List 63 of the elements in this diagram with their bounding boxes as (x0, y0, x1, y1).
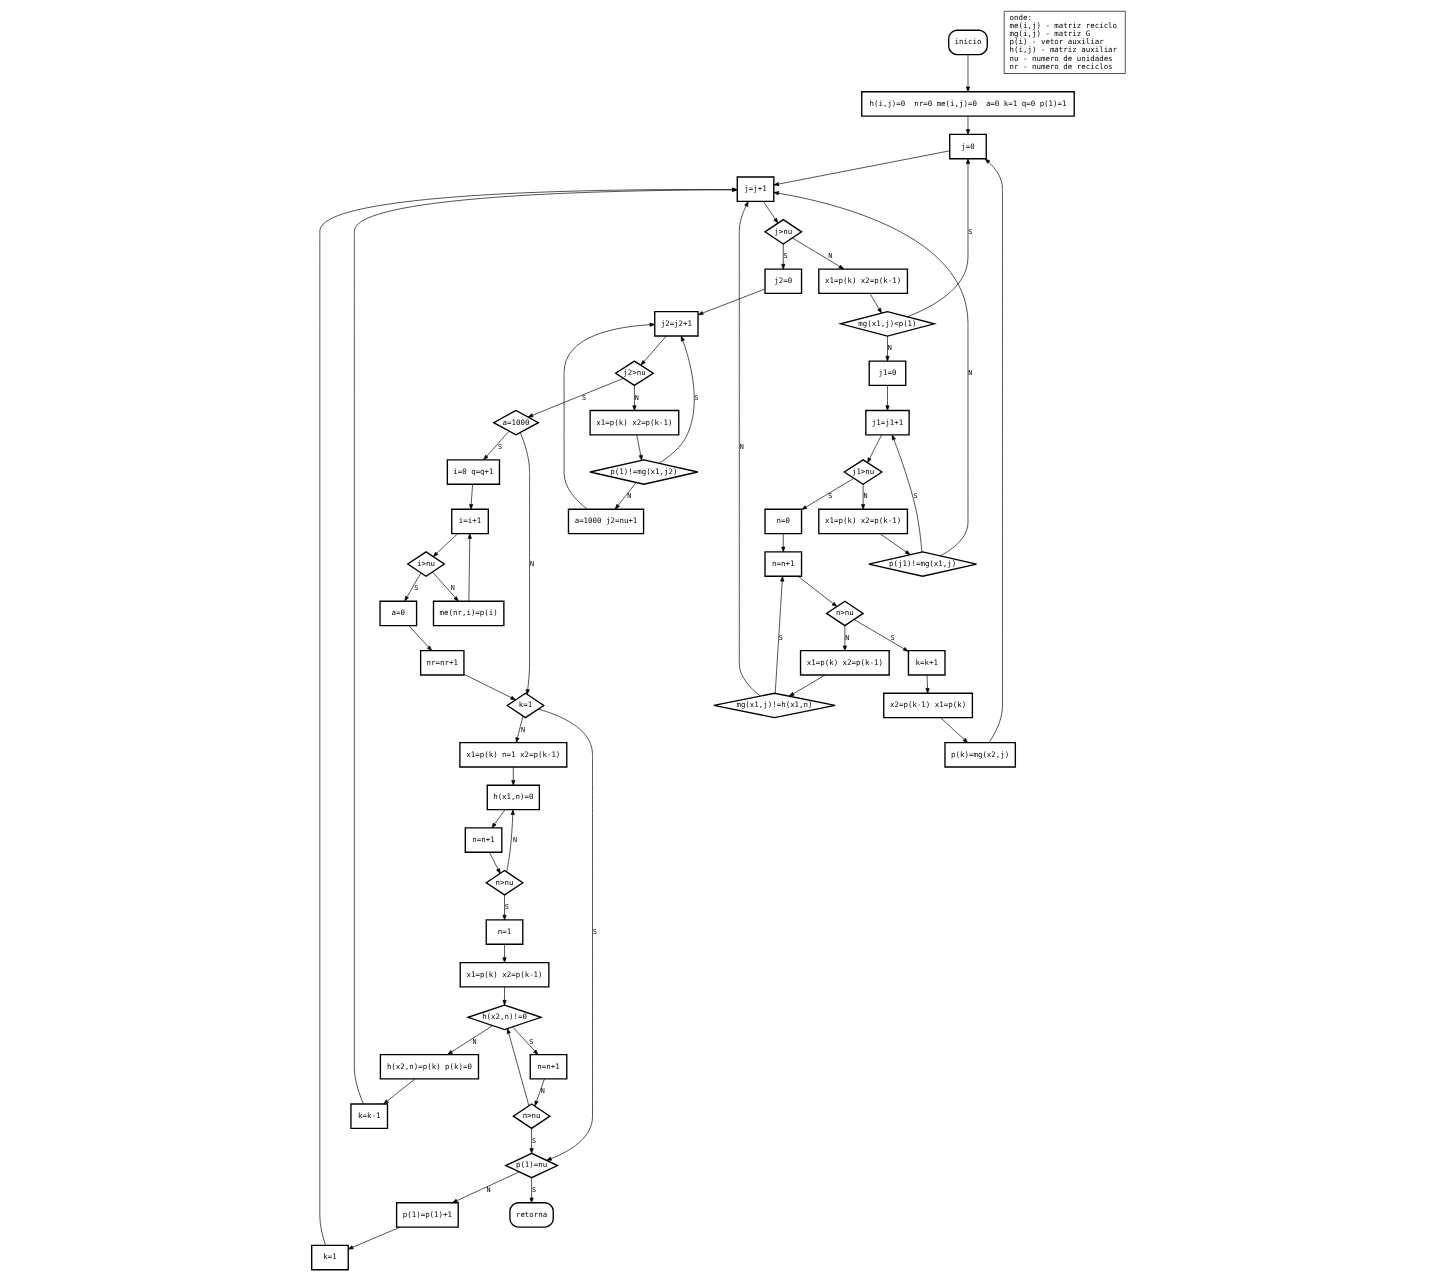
arrow (534, 1078, 545, 1107)
arrow (879, 533, 911, 555)
arrow (966, 116, 970, 135)
arrow (529, 1177, 534, 1204)
arrow (853, 619, 909, 652)
arrow (469, 484, 474, 510)
arrow (658, 335, 695, 464)
arrow (738, 201, 761, 697)
arrow (781, 533, 786, 553)
arrow (538, 708, 593, 1161)
arrow (885, 385, 890, 411)
arrow (636, 434, 643, 461)
arrow (640, 335, 667, 366)
arrow (502, 944, 507, 963)
arrow (614, 482, 637, 510)
arrow (483, 430, 510, 461)
arrow (432, 571, 459, 602)
arrow (520, 432, 530, 695)
arrow (925, 674, 930, 694)
arrow (347, 1226, 401, 1250)
arrow (319, 187, 738, 1246)
arrow (763, 201, 779, 224)
arrow (781, 243, 786, 270)
arrow (502, 894, 507, 921)
arrow (792, 237, 845, 270)
arrow (774, 576, 785, 694)
arrow (506, 1028, 530, 1107)
arrow (354, 187, 738, 1105)
arrow (515, 715, 524, 743)
arrow (885, 335, 890, 362)
arrow (491, 809, 506, 829)
arrow (940, 717, 968, 743)
arrow (797, 576, 838, 607)
arrow (529, 1128, 534, 1154)
arrow (984, 158, 1003, 743)
arrow (512, 1026, 539, 1055)
arrow (801, 478, 854, 510)
arrow (433, 533, 458, 557)
arrow (463, 674, 516, 701)
arrow (632, 385, 637, 411)
arrow (773, 150, 951, 187)
arrow (452, 1171, 520, 1204)
arrow (563, 322, 656, 510)
arrow (527, 378, 624, 418)
arrow (506, 809, 515, 873)
arrow (467, 533, 472, 602)
arrow (842, 625, 847, 651)
arrow (867, 434, 882, 464)
arrow (383, 1078, 416, 1105)
arrow (788, 674, 826, 697)
arrow (447, 1025, 493, 1055)
arrow (489, 852, 501, 874)
arrow (502, 986, 507, 1006)
arrow (404, 572, 422, 602)
arrow (408, 625, 433, 651)
arrow (891, 434, 923, 553)
arrow (907, 158, 970, 318)
arrow (511, 766, 516, 786)
arrow (697, 288, 766, 316)
arrow (861, 484, 866, 510)
arrow (966, 54, 970, 93)
arrow (773, 191, 969, 557)
arrow (869, 293, 882, 314)
